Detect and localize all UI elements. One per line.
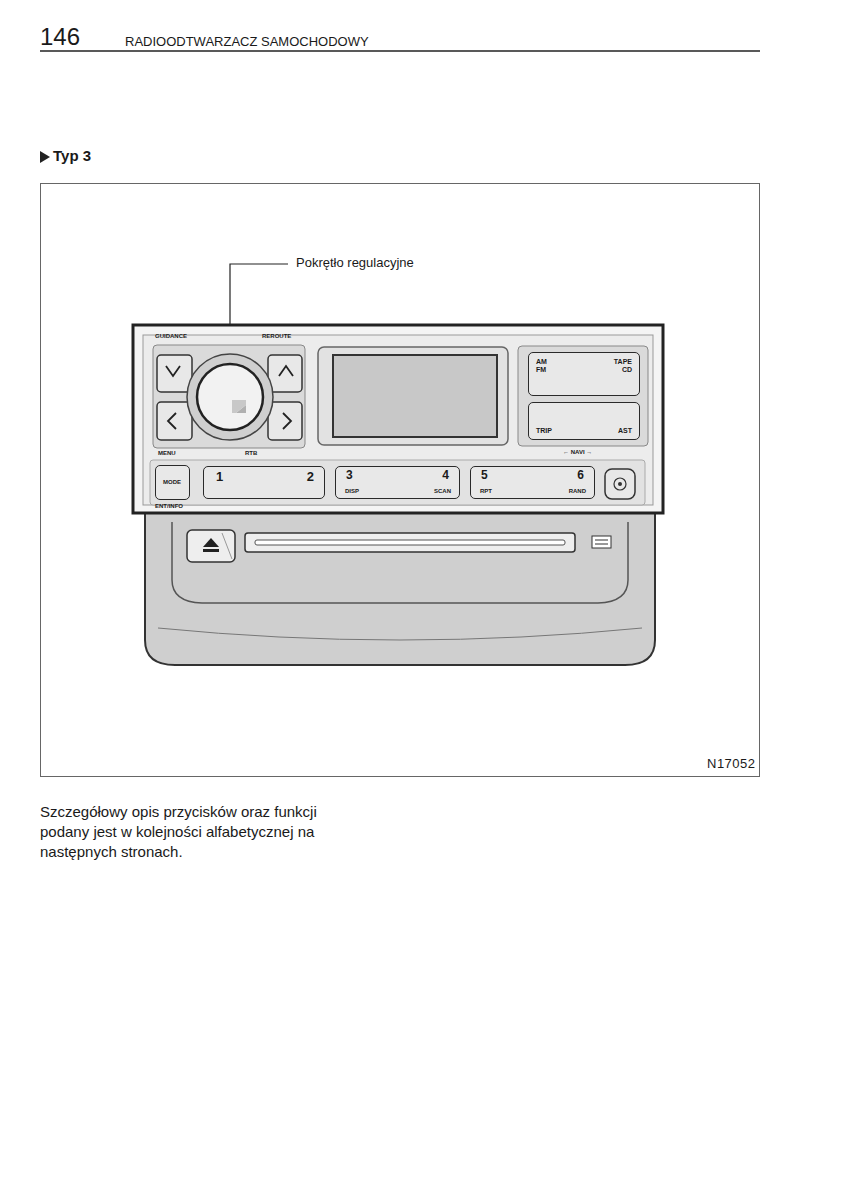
button-text: MODE bbox=[163, 479, 181, 486]
running-header: RADIOODTWARZACZ SAMOCHODOWY bbox=[125, 35, 369, 49]
button-label: ENT/INFO bbox=[155, 503, 183, 510]
caption-text: Szczegółowy opis przycisków oraz funkcji… bbox=[40, 802, 350, 862]
radio-button: 3DISP 4SCAN bbox=[335, 466, 460, 499]
radio-button: AM FM TAPE CD bbox=[528, 352, 640, 396]
button-text: RPT bbox=[480, 488, 492, 495]
button-label: MENU bbox=[158, 450, 176, 457]
radio-button: TRIP AST bbox=[528, 402, 640, 440]
button-text: 6 bbox=[577, 469, 584, 482]
button-text: RAND bbox=[569, 488, 586, 495]
button-text: 5 bbox=[481, 469, 488, 482]
button-text: 1 bbox=[216, 470, 223, 484]
button-text: AM FM bbox=[536, 358, 547, 373]
button-text: TRIP bbox=[536, 427, 552, 435]
button-label: RTB bbox=[245, 450, 257, 457]
button-text: AST bbox=[618, 427, 632, 435]
button-text: 3 bbox=[346, 469, 353, 482]
button-text: TAPE CD bbox=[614, 358, 632, 373]
button-text: DISP bbox=[345, 488, 359, 495]
section-title: Typ 3 bbox=[53, 148, 91, 165]
callout-label: Pokrętło regulacyjne bbox=[296, 256, 414, 270]
page-number: 146 bbox=[40, 24, 80, 50]
button-label: ← NAVI → bbox=[563, 449, 592, 456]
radio-button: MODE bbox=[155, 465, 190, 500]
button-label: REROUTE bbox=[262, 333, 291, 340]
figure-code: N17052 bbox=[707, 757, 756, 771]
button-text: SCAN bbox=[434, 488, 451, 495]
button-label: GUIDANCE bbox=[155, 333, 187, 340]
button-text: 2 bbox=[307, 470, 314, 484]
radio-button: 12 bbox=[203, 466, 325, 499]
radio-button: 5RPT 6RAND bbox=[470, 466, 595, 499]
button-text: 4 bbox=[442, 469, 449, 482]
